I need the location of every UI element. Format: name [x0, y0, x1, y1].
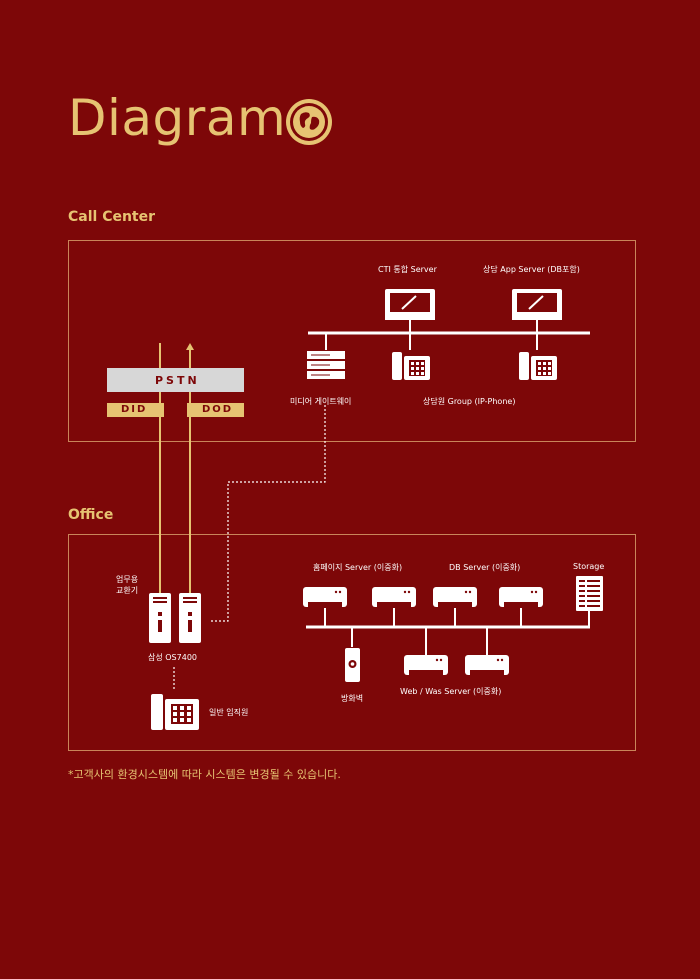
office-label: Office [68, 507, 114, 523]
storage-label: Storage [573, 562, 605, 571]
homepage-server-label: 홈페이지 Server (이중화) [313, 563, 403, 572]
db-server-icon [499, 587, 543, 627]
storage-icon [576, 576, 603, 627]
pbx-label-line2: 교환기 [116, 586, 139, 595]
did-tag [107, 403, 164, 417]
dod-tag [187, 403, 244, 417]
pbx-icon [149, 593, 201, 643]
dod-arrow-icon [186, 343, 194, 350]
gateway-pbx-link [209, 405, 326, 622]
call-center-frame [68, 240, 636, 442]
homepage-server-icon [303, 587, 347, 627]
ip-phone-icon [519, 333, 557, 380]
web-was-server-icon [404, 627, 448, 676]
cti-server-icon [385, 289, 435, 333]
dod-label: DOD [202, 404, 234, 415]
employee-phone-label: 일반 임직원 [209, 708, 249, 717]
homepage-server-icon [372, 587, 416, 627]
db-server-label: DB Server (이중화) [449, 563, 521, 572]
pbx-label: 업무용 교환기 [116, 574, 138, 596]
call-center-label: Call Center [68, 209, 156, 225]
web-was-server-icon [465, 627, 509, 676]
media-gateway-label: 미디어 게이트웨이 [290, 397, 352, 406]
db-server-icon [433, 587, 477, 627]
pbx-label-line1: 업무용 [116, 575, 139, 584]
app-server-label: 상담 App Server (DB포함) [483, 265, 580, 274]
pbx-model-label: 삼성 OS7400 [148, 653, 197, 662]
pstn-bar [107, 368, 244, 392]
globe-icon [286, 99, 332, 145]
cti-server-label: CTI 통합 Server [378, 265, 437, 274]
firewall-label: 방화벽 [341, 694, 364, 703]
web-was-server-label: Web / Was Server (이중화) [400, 687, 502, 696]
footnote: *고객사의 환경시스템에 따라 시스템은 변경될 수 있습니다. [68, 768, 341, 781]
did-label: DID [121, 404, 148, 415]
ip-phone-icon [392, 333, 430, 380]
agents-label: 상담원 Group (IP-Phone) [423, 397, 516, 406]
office-frame [68, 534, 636, 751]
app-server-icon [512, 289, 562, 333]
page-title: Diagram [68, 89, 287, 147]
desk-phone-icon [151, 694, 199, 730]
media-gateway-icon [307, 333, 345, 379]
pstn-label: PSTN [155, 374, 200, 387]
firewall-icon [345, 627, 360, 682]
